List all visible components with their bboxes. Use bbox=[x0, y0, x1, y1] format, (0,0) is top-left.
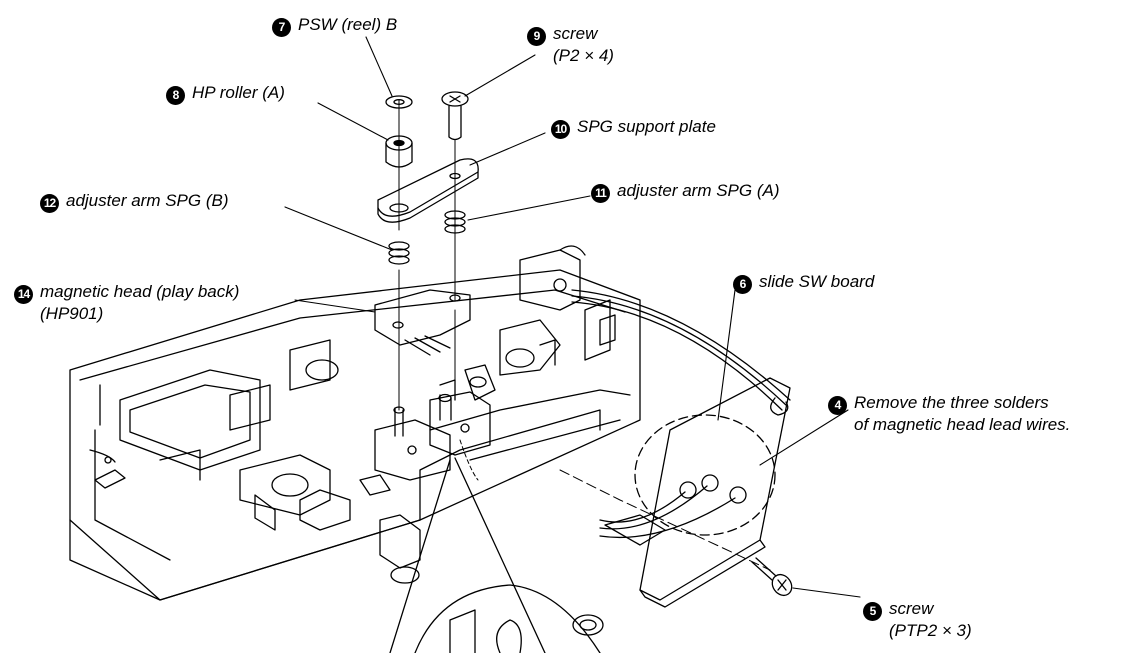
callout-magnetic-head: 14 magnetic head (play back) (HP901) bbox=[14, 282, 239, 324]
screw-p2x4 bbox=[441, 91, 469, 141]
callout-number-badge: 7 bbox=[272, 18, 291, 37]
callout-text: SPG support plate bbox=[577, 117, 716, 136]
callout-text: slide SW board bbox=[759, 272, 875, 291]
callout-adjuster-arm-spg-b: 12 adjuster arm SPG (B) bbox=[40, 191, 229, 213]
zoom-detail-view bbox=[389, 457, 604, 653]
callout-psw-reel-b: 7 PSW (reel) B bbox=[272, 15, 397, 37]
callout-number-badge: 12 bbox=[40, 194, 59, 213]
callout-slide-sw-board: 6 slide SW board bbox=[733, 272, 874, 294]
callout-adjuster-arm-spg-a: 11 adjuster arm SPG (A) bbox=[591, 181, 780, 203]
psw-reel-b-washer bbox=[385, 95, 413, 109]
callout-text-line2: (P2 × 4) bbox=[553, 46, 614, 65]
callout-text: PSW (reel) B bbox=[298, 15, 398, 34]
callout-number-badge: 14 bbox=[14, 285, 33, 304]
hp-roller-a bbox=[385, 135, 413, 168]
callout-number-badge: 5 bbox=[863, 602, 882, 621]
callout-number-badge: 10 bbox=[551, 120, 570, 139]
screw-ptp2x3 bbox=[751, 557, 793, 597]
callout-text: screw bbox=[889, 599, 934, 618]
callout-spg-support-plate: 10 SPG support plate bbox=[551, 117, 716, 139]
assembly-guide-lines bbox=[398, 99, 479, 481]
callout-number-badge: 9 bbox=[527, 27, 546, 46]
slide-sw-board bbox=[571, 289, 791, 608]
callout-text-line2: (HP901) bbox=[40, 304, 104, 323]
callout-text: HP roller (A) bbox=[192, 83, 285, 102]
spg-support-plate bbox=[377, 158, 479, 223]
callout-text: adjuster arm SPG (B) bbox=[66, 191, 229, 210]
head-mount-blocks bbox=[374, 391, 491, 481]
leader-lines bbox=[284, 36, 861, 598]
adjuster-arm-spg-a bbox=[444, 210, 466, 234]
callout-hp-roller-a: 8 HP roller (A) bbox=[166, 83, 285, 105]
callout-text: Remove the three solders bbox=[854, 393, 1049, 412]
magnetic-head bbox=[374, 289, 471, 356]
callout-number-badge: 11 bbox=[591, 184, 610, 203]
callout-screw-ptp2x3: 5 screw (PTP2 × 3) bbox=[863, 599, 972, 641]
callout-number-badge: 8 bbox=[166, 86, 185, 105]
callout-number-badge: 4 bbox=[828, 396, 847, 415]
mechanism-chassis bbox=[69, 245, 641, 601]
screw-axis-line bbox=[559, 469, 771, 571]
callout-text: magnetic head (play back) bbox=[40, 282, 240, 301]
adjuster-arm-spg-b bbox=[388, 241, 410, 265]
callout-text: screw bbox=[553, 24, 598, 43]
callout-text: adjuster arm SPG (A) bbox=[617, 181, 780, 200]
callout-remove-solders: 4 Remove the three solders of magnetic he… bbox=[828, 393, 1070, 435]
callout-text-line2: (PTP2 × 3) bbox=[889, 621, 972, 640]
callout-number-badge: 6 bbox=[733, 275, 752, 294]
callout-screw-p2x4: 9 screw (P2 × 4) bbox=[527, 24, 614, 66]
callout-text-line2: of magnetic head lead wires. bbox=[854, 415, 1071, 434]
